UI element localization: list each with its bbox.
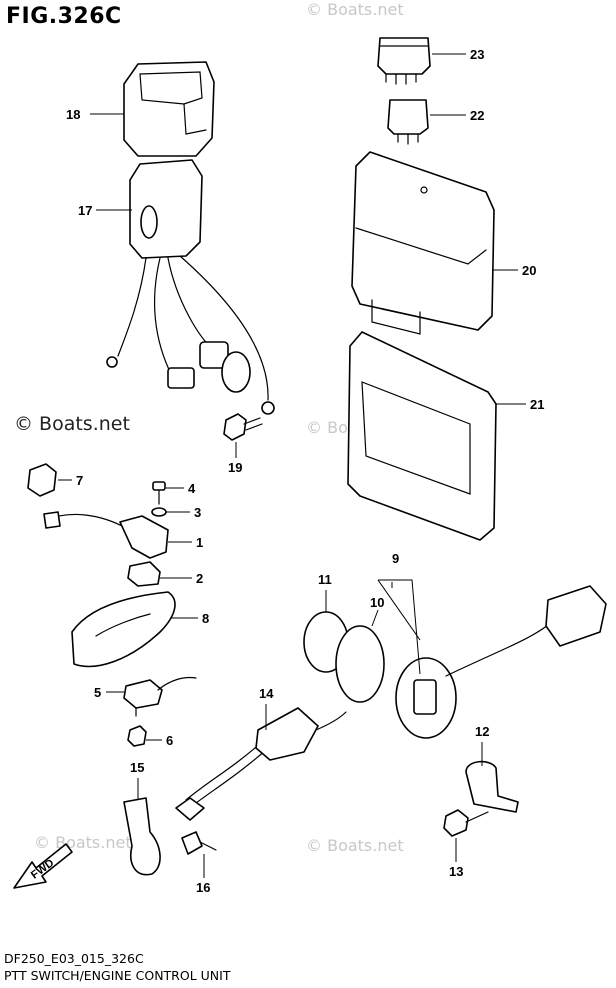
watermark-bottom-center: © Boats.net bbox=[306, 836, 404, 855]
callout-1: 1 bbox=[196, 535, 203, 550]
watermark-top: © Boats.net bbox=[306, 0, 404, 19]
callout-9: 9 bbox=[392, 551, 399, 566]
callout-8: 8 bbox=[202, 611, 209, 626]
callout-19: 19 bbox=[228, 460, 242, 475]
figure-caption: PTT SWITCH/ENGINE CONTROL UNIT bbox=[4, 968, 231, 983]
relay-part-23 bbox=[377, 37, 431, 85]
callout-7: 7 bbox=[76, 473, 83, 488]
callout-3: 3 bbox=[194, 505, 201, 520]
harness-part-14 bbox=[175, 707, 347, 821]
ecu-part-20 bbox=[351, 151, 495, 335]
callout-22: 22 bbox=[470, 108, 484, 123]
washer-part-3 bbox=[151, 507, 167, 517]
callout-18: 18 bbox=[66, 107, 80, 122]
holder-part-8 bbox=[71, 591, 176, 668]
callout-15: 15 bbox=[130, 760, 144, 775]
leader-lines bbox=[58, 53, 526, 878]
switch-part-5 bbox=[123, 676, 197, 717]
callout-16: 16 bbox=[196, 880, 210, 895]
callout-4: 4 bbox=[188, 481, 196, 496]
watermark-bottom-left: © Boats.net bbox=[34, 833, 132, 852]
callout-23: 23 bbox=[470, 47, 484, 62]
fwd-arrow-icon: FWD bbox=[13, 843, 73, 889]
switch-part-1 bbox=[43, 511, 169, 559]
callout-2: 2 bbox=[196, 571, 203, 586]
clamp-part-12 bbox=[465, 760, 519, 813]
bolt-part-13 bbox=[443, 809, 489, 837]
relay-part-22 bbox=[387, 99, 429, 145]
callout-20: 20 bbox=[522, 263, 536, 278]
screw-part-4 bbox=[152, 481, 166, 505]
callout-11: 11 bbox=[318, 572, 332, 587]
figure-title: FIG.326C bbox=[6, 4, 122, 29]
callout-17: 17 bbox=[78, 203, 92, 218]
bolt-part-19 bbox=[223, 413, 263, 441]
gasket-part-21 bbox=[347, 331, 497, 541]
callout-14: 14 bbox=[259, 686, 274, 701]
switch-part-9 bbox=[395, 585, 607, 739]
rectifier-part-17 bbox=[106, 159, 275, 415]
callout-5: 5 bbox=[94, 685, 101, 700]
switch-part-2 bbox=[127, 561, 161, 587]
callout-21: 21 bbox=[530, 397, 544, 412]
oring-part-10 bbox=[335, 625, 385, 703]
watermark-left: © Boats.net bbox=[14, 413, 130, 435]
screw-part-6 bbox=[127, 725, 147, 747]
callout-6: 6 bbox=[166, 733, 173, 748]
model-code: DF250_E03_015_326C bbox=[4, 951, 144, 966]
bolt-part-16 bbox=[181, 831, 217, 855]
clamp-part-15 bbox=[123, 797, 161, 876]
callout-13: 13 bbox=[449, 864, 463, 879]
callout-10: 10 bbox=[370, 595, 384, 610]
callout-12: 12 bbox=[475, 724, 489, 739]
clip-part-7 bbox=[27, 463, 57, 497]
cover-part-18 bbox=[123, 61, 215, 157]
